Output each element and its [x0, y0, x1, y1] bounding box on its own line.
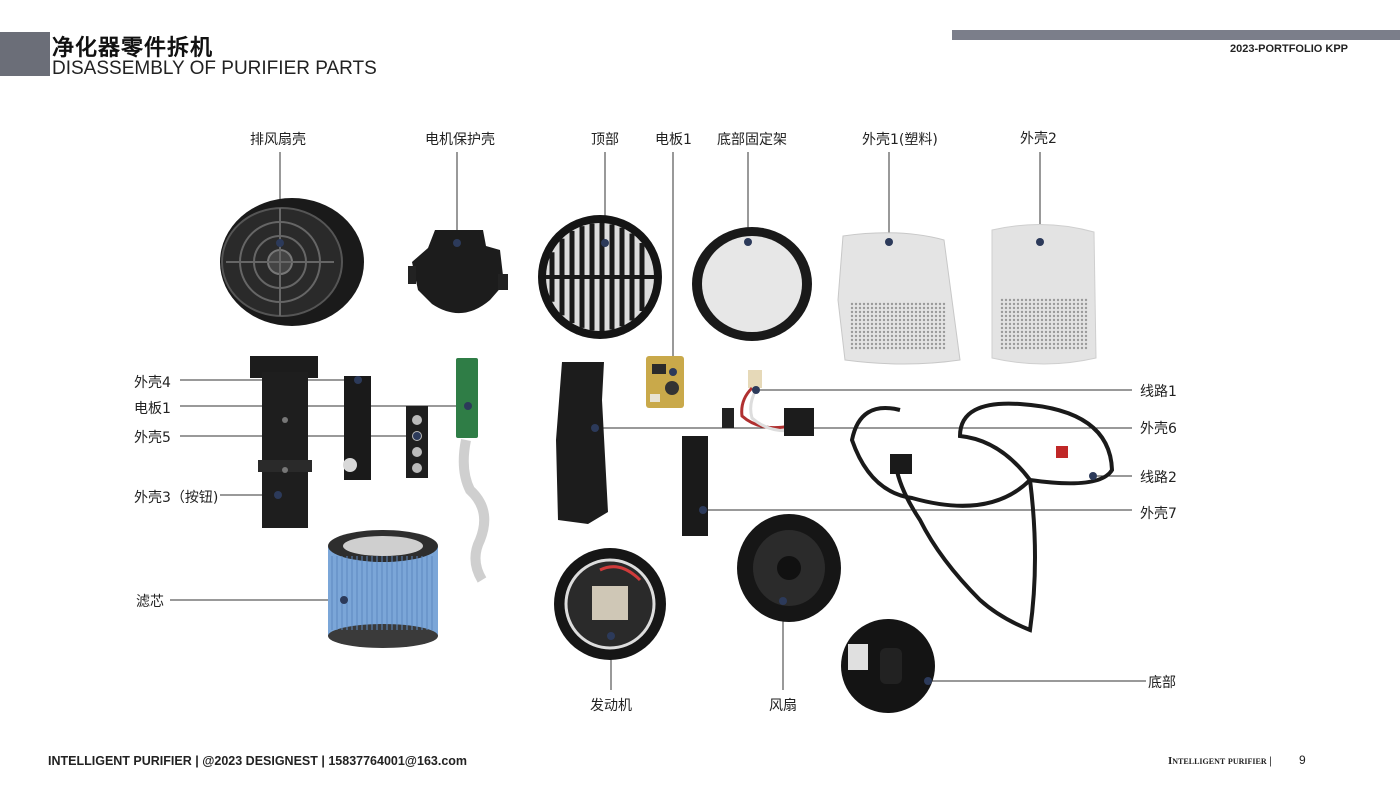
page-title-cn: 净化器零件拆机 [52, 36, 214, 61]
label-shell6: 外壳6 [1140, 421, 1177, 437]
motor-guard-part [408, 230, 508, 314]
top-grille-part [538, 215, 662, 339]
label-top: 顶部 [591, 132, 619, 148]
label-motor: 发动机 [590, 698, 632, 714]
label-board1-left: 电板1 [134, 401, 171, 417]
portfolio-tag: 2023-PORTFOLIO KPP [1230, 43, 1348, 55]
label-exhaust-fan-shell: 排风扇壳 [250, 132, 306, 148]
header-bar [952, 30, 1400, 40]
label-shell1-plastic: 外壳1(塑料) [862, 132, 938, 148]
label-motor-guard: 电机保护壳 [425, 132, 495, 148]
shell6-part [556, 362, 608, 524]
footer-project-name: Intelligent purifier | [1168, 755, 1272, 767]
page-number: 9 [1299, 753, 1306, 767]
bottom-base-part [841, 619, 935, 713]
bottom-bracket-part [692, 227, 812, 341]
label-fan: 风扇 [769, 698, 797, 714]
wire2-part [849, 401, 1115, 633]
label-wire2: 线路2 [1140, 470, 1177, 486]
label-shell7: 外壳7 [1140, 506, 1177, 522]
shell7-part [682, 436, 708, 536]
page-title-en: DISASSEMBLY OF PURIFIER PARTS [52, 58, 377, 79]
label-filter: 滤芯 [136, 594, 164, 610]
header-accent-block [0, 32, 50, 76]
shell2-part [991, 223, 1097, 365]
shell5-part [406, 406, 428, 478]
exhaust-fan-shell-part [220, 198, 364, 326]
label-shell2: 外壳2 [1020, 131, 1057, 147]
motor-part [554, 548, 666, 660]
shell3-button-part [250, 356, 318, 528]
footer-credits: INTELLIGENT PURIFIER | @2023 DESIGNEST |… [48, 754, 468, 768]
label-bottom: 底部 [1148, 675, 1176, 691]
fan-part [737, 514, 841, 622]
filter-part [328, 530, 438, 648]
shell4-part [343, 376, 371, 480]
label-shell3-button: 外壳3（按钮) [134, 490, 219, 506]
board1-small-part [646, 356, 684, 408]
wire1-part [722, 370, 814, 436]
label-shell5: 外壳5 [134, 430, 171, 446]
leader-dots [274, 238, 1097, 685]
label-shell4: 外壳4 [134, 375, 171, 391]
label-wire1: 线路1 [1140, 384, 1177, 400]
shell1-plastic-part [837, 232, 961, 365]
label-bottom-bracket: 底部固定架 [717, 132, 787, 148]
label-board1-top: 电板1 [655, 132, 692, 148]
board1-long-part [456, 358, 490, 583]
